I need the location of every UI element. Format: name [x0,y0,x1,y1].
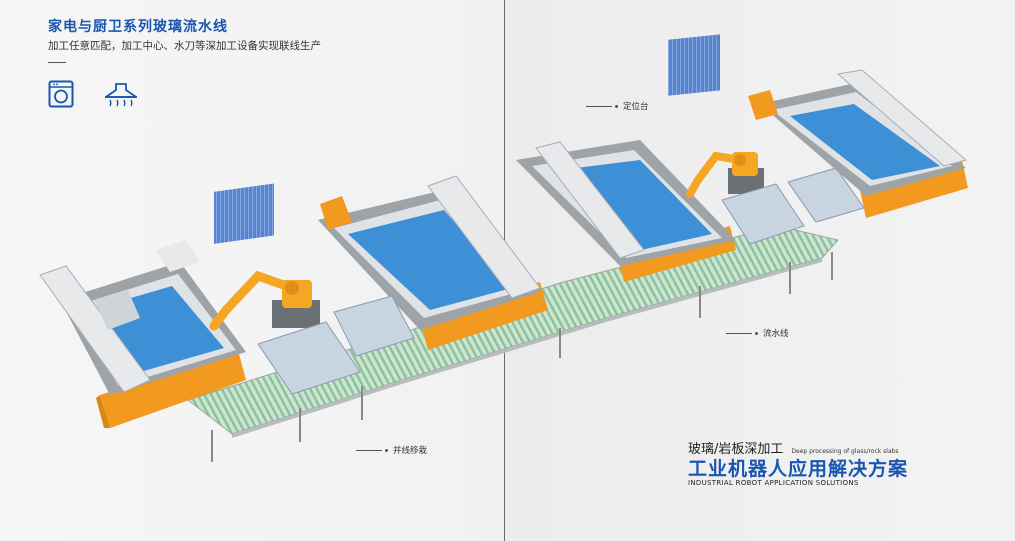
range-hood-icon [102,82,140,108]
page-subtitle: 加工任意匹配，加工中心、水刀等深加工设备实现联线生产 [48,40,321,52]
callout-positioning-table: 定位台 [586,100,649,112]
brand-block: 玻璃/岩板深加工 Deep processing of glass/rock sl… [688,438,907,487]
glass-stack-left [214,183,274,244]
callout-label: 流水线 [763,329,789,339]
callout-conveyor-line: 流水线 [726,327,789,339]
brand-line1-cn: 玻璃/岩板深加工 [688,442,784,457]
brand-headline: 工业机器人应用解决方案 [688,458,909,480]
machining-center-middle [318,175,548,350]
transfer-conveyor-middle [333,295,415,357]
brand-headline-en: INDUSTRIAL ROBOT APPLICATION SOLUTIONS [688,479,859,487]
machining-center-right-2 [748,69,968,218]
merge-transfer-conveyor [257,321,361,395]
robot-arm-right [686,151,764,198]
callout-label: 并线移栽 [393,446,428,456]
glass-stack-right [668,34,720,96]
title-divider [48,62,66,63]
positioning-table [721,183,805,245]
machining-center-left [39,240,246,428]
robot-arm-left [209,270,320,331]
brand-line1-en: Deep processing of glass/rock slabs [791,448,899,455]
washing-machine-icon [48,80,74,108]
callout-merge-transfer: 并线移栽 [356,444,427,456]
page-title: 家电与厨卫系列玻璃流水线 [48,19,228,35]
machining-center-right-1 [516,140,736,282]
callout-label: 定位台 [623,102,649,112]
